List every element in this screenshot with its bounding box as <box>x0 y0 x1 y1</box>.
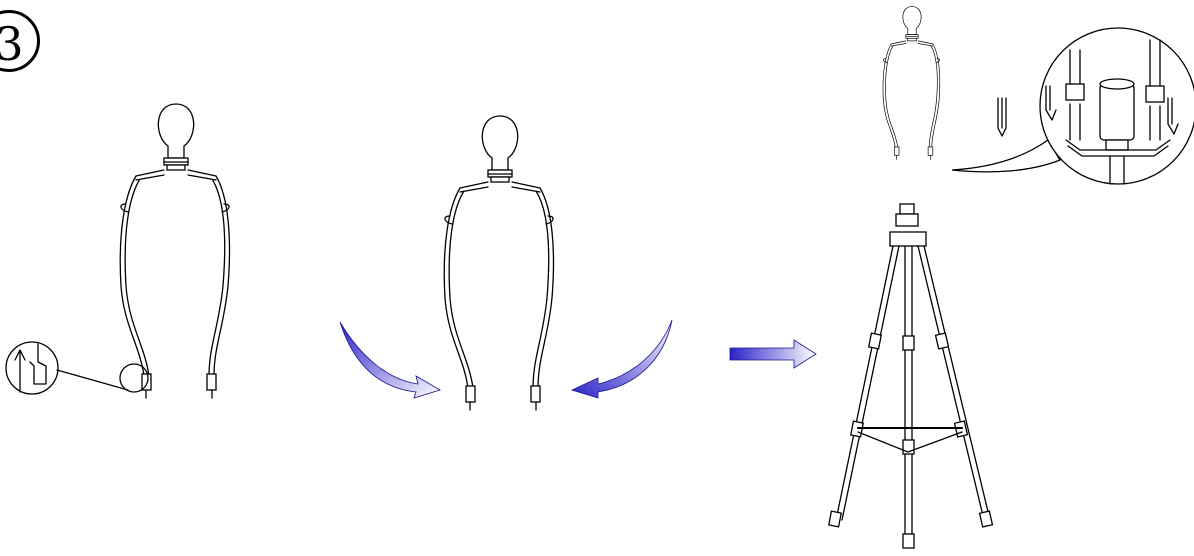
curved-arrow-icon <box>339 321 441 399</box>
zoom-callout-icon <box>951 27 1194 185</box>
straight-arrow-icon <box>729 339 817 369</box>
down-arrow-icon <box>997 97 1007 137</box>
curved-arrow-icon <box>570 319 673 399</box>
lamp-harp-icon <box>882 6 941 160</box>
lamp-harp-icon <box>443 115 555 411</box>
zoom-callout-icon <box>5 341 149 395</box>
lamp-harp-icon <box>119 103 231 399</box>
tripod-stand-icon <box>827 203 994 549</box>
